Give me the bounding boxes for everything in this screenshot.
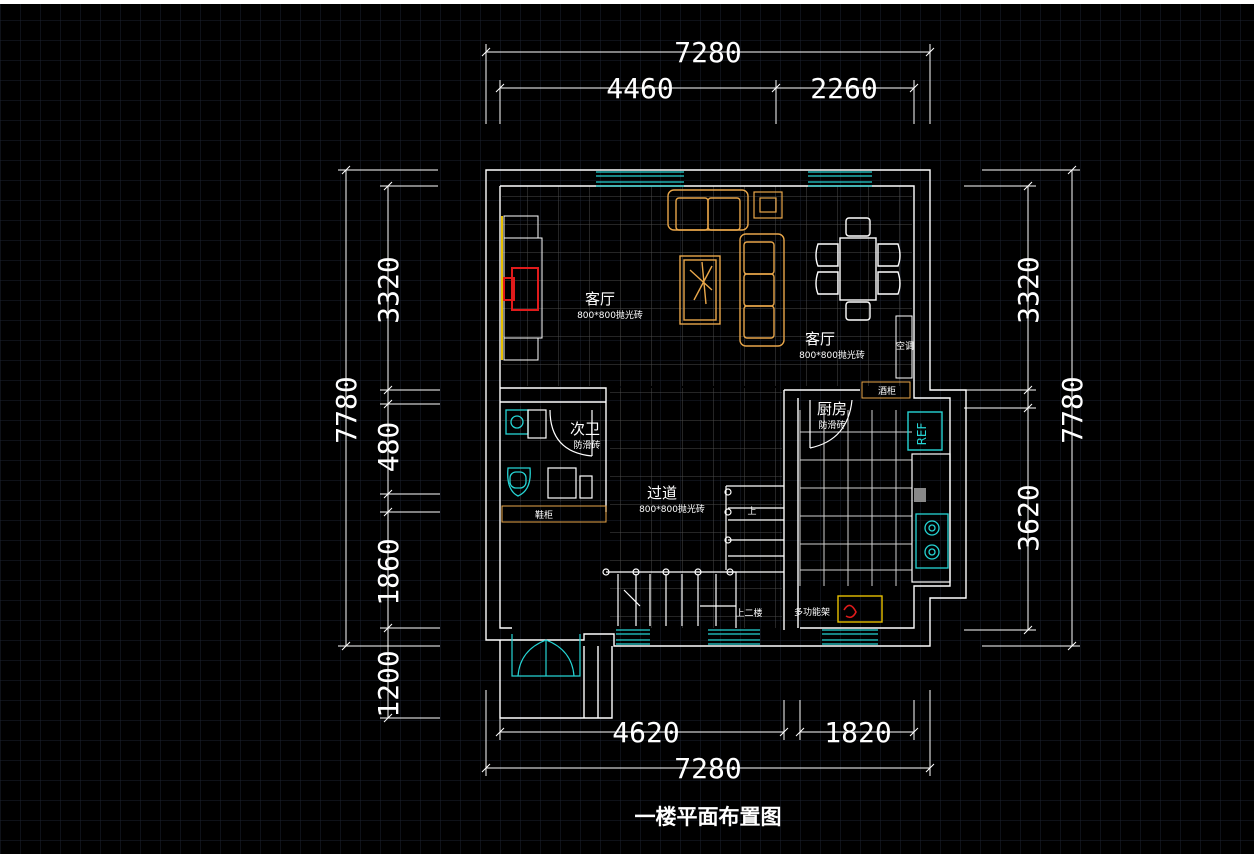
coffee-table [679,255,721,325]
dim-left-total: 7780 [330,376,363,443]
kitchen-finish: 防滑砖 [818,419,845,431]
stairs [602,485,784,628]
living-room-2-label: 客厅 [805,330,835,348]
counter [911,453,951,583]
dim-right-total: 7780 [1056,376,1089,443]
living-room-2-finish: 800*800抛光砖 [799,349,865,361]
second-bath-label: 次卫 [570,420,600,438]
fridge: REF [907,411,943,451]
wine-cabinet [861,381,911,399]
dim-top-total: 7280 [674,36,741,69]
dim-left-mid2: 1860 [372,538,405,605]
dim-left-bottom: 1200 [372,650,405,717]
sofa-side [739,233,785,347]
kitchen-door [809,399,853,449]
fridge-label: REF [915,422,929,445]
dim-top-left: 4460 [606,72,673,105]
sofa-top [667,189,749,231]
multi-shelf-unit [837,595,883,623]
stair-up-label: 上 [747,506,756,517]
corridor-label: 过道 [647,484,677,502]
phone-icon [753,191,783,219]
aircon-label: 空调 [896,340,914,352]
dim-right-bottom: 3620 [1012,484,1045,551]
kitchen-tile-grid [799,410,912,586]
wine-cabinet-label: 酒柜 [878,385,896,397]
stove-icon [915,513,949,569]
dim-right-top: 3320 [1012,256,1045,323]
sink-icon [914,488,926,502]
dim-top-right: 2260 [810,72,877,105]
living-room-1-finish: 800*800抛光砖 [577,309,643,321]
bath-door [549,409,593,457]
bath-fixtures [505,409,531,497]
corridor-finish: 800*800抛光砖 [639,503,705,515]
top-border [0,0,1254,4]
windows [511,171,878,677]
dining-set [815,217,901,321]
shoe-cabinet-label: 鞋柜 [535,509,553,521]
dim-bottom-right: 1820 [824,716,891,749]
multi-shelf-label: 多功能架 [794,606,830,618]
dim-left-mid1: 480 [372,422,405,473]
dim-bottom-left: 4620 [612,716,679,749]
shoe-cabinet [501,505,607,523]
dimension-lines [338,44,1080,776]
dim-left-top: 3320 [372,256,405,323]
aircon-unit [895,315,913,379]
kitchen-label: 厨房 [817,400,847,418]
dim-bottom-total: 7280 [674,752,741,785]
to-second-floor-label: 上二楼 [735,607,762,619]
bath-shower [527,409,593,499]
second-bath-finish: 防滑砖 [573,439,600,451]
tv-icon [503,267,539,311]
bath-tile-grid [502,406,606,502]
living-room-1-label: 客厅 [585,290,615,308]
drawing-title: 一楼平面布置图 [635,805,782,829]
